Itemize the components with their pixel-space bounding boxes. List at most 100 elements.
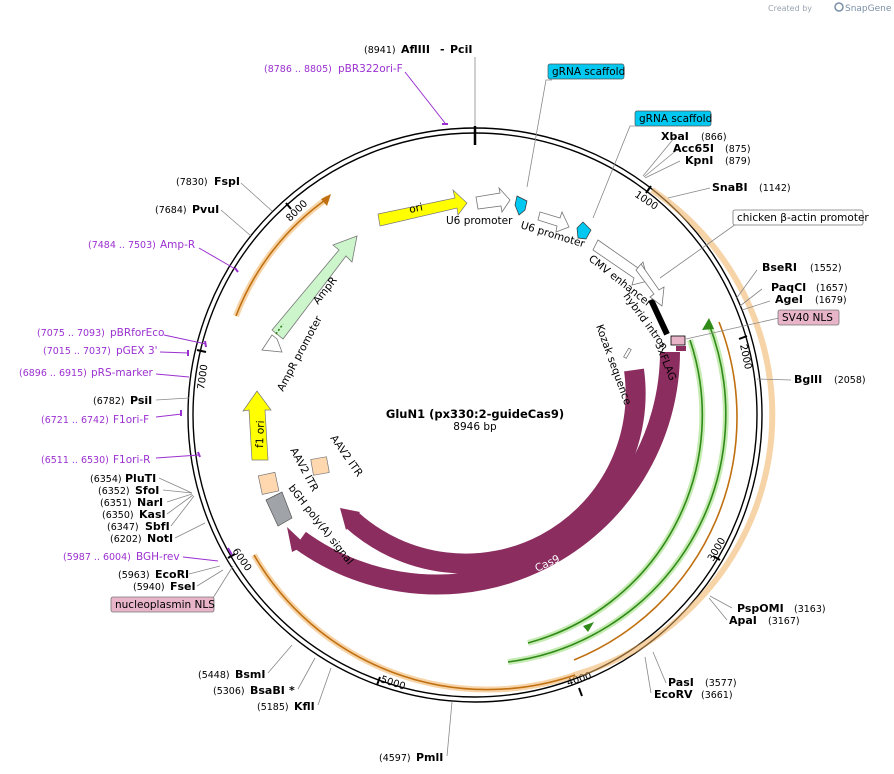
site-psii-pos: (6782) (93, 396, 125, 407)
site-bglii-pos: (2058) (834, 375, 866, 386)
site-pasi: PasI (668, 676, 694, 689)
site-bglii: BglII (794, 373, 822, 386)
primer-2-name: pBRforEco (110, 327, 164, 339)
nucleoplasmin-callout (110, 596, 215, 613)
3xflag-marker (648, 298, 670, 336)
chicken-beta-actin-promoter-feature (635, 263, 665, 307)
primer-leaders (155, 71, 446, 562)
site-ecorv: EcoRV (654, 688, 693, 701)
primer-7-name: BGH-rev (136, 551, 180, 563)
primer-4-name: pRS-marker (91, 367, 154, 379)
site-top-name2: PciI (450, 43, 472, 56)
primers: (8786 .. 8805) pBR322ori-F (7484 .. 7503… (19, 63, 403, 563)
grna-scaffold-2 (576, 221, 592, 240)
grna-scaffold-1-callout (547, 63, 625, 80)
cba-callout-label: chicken β-actin promoter (737, 212, 869, 224)
site-bsabi-mark: * (289, 684, 295, 697)
ori-label: ori (408, 201, 424, 216)
grna-scaffold-2-callout-label: gRNA scaffold (639, 113, 712, 125)
site-apai: ApaI (729, 614, 757, 627)
site-bseri: BseRI (762, 261, 797, 274)
u6-promoter-1 (475, 186, 511, 214)
credit-brand: SnapGene (845, 4, 892, 14)
orange-band-left (235, 197, 329, 317)
site-noti-pos: (6202) (110, 534, 142, 545)
cas9-outer-arrowhead (287, 527, 306, 552)
site-pmli: PmlI (416, 751, 443, 764)
site-leaders-right (642, 136, 792, 694)
site-xbai: XbaI (661, 130, 689, 143)
plasmid-size: 8946 bp (453, 421, 497, 433)
grna-scaffold-1-callout-label: gRNA scaffold (552, 66, 625, 78)
site-pspomi-pos: (3163) (794, 604, 826, 615)
primer-6-name: F1ori-R (113, 454, 150, 466)
cas9-outer-arc (294, 351, 680, 595)
flag-cas9-junction (676, 346, 686, 351)
cas9-inner-arrowhead (340, 508, 360, 530)
orange-band-right-glow (573, 187, 776, 678)
credit-prefix: Created by (768, 4, 812, 13)
site-fspi: FspI (214, 175, 240, 188)
cas9-inner-arc (345, 368, 646, 574)
tick-label-3000: 3000 (706, 536, 728, 564)
ori-feature (377, 188, 468, 227)
primer-5-name: F1ori-F (113, 414, 149, 426)
site-kfli: KflI (294, 700, 315, 713)
site-pluti: PluTI (125, 472, 156, 485)
primer-6-range: (6511 .. 6530) (41, 455, 109, 466)
grna-scaffold-2-callout (634, 110, 712, 127)
site-kfli-pos: (5185) (257, 702, 289, 713)
site-bsmi: BsmI (235, 668, 266, 681)
site-paqci-pos: (1657) (816, 283, 848, 294)
orange-band-bottom (253, 554, 576, 691)
green-band-2-arrowhead (583, 622, 594, 632)
site-kasi: KasI (139, 508, 166, 521)
primer-2-range: (7075 .. 7093) (37, 328, 105, 339)
site-top-sep: - (440, 43, 445, 56)
nucleoplasmin-leader (212, 565, 234, 599)
site-pmli-pos: (4597) (379, 753, 411, 764)
u6-promoter-1-label: U6 promoter (446, 215, 513, 227)
bgh-polya-feature (265, 491, 293, 527)
site-agei-pos: (1679) (815, 295, 847, 306)
primer-3-range: (7015 .. 7037) (43, 346, 111, 357)
primer-1-name: Amp-R (160, 239, 195, 251)
site-top-pos: (8941) (364, 45, 396, 56)
site-kasi-pos: (6350) (102, 510, 134, 521)
site-noti: NotI (147, 532, 173, 545)
site-agei: AgeI (775, 293, 803, 306)
plasmid-name: GluN1 (px330:2-guideCas9) (386, 407, 564, 421)
u6-promoter-2 (537, 210, 570, 233)
site-fspi-pos: (7830) (176, 177, 208, 188)
grna-scaffold-1-leader (526, 79, 552, 188)
site-paqci: PaqCI (771, 281, 806, 294)
site-sbfi: SbfI (145, 520, 170, 533)
f1-ori-feature (242, 390, 272, 461)
snapgene-logo-icon (834, 2, 844, 12)
primer-4-range: (6896 .. 6915) (19, 368, 87, 379)
scale-ticks (196, 126, 748, 697)
site-psii: PsiI (130, 394, 152, 407)
site-nari: NarI (137, 496, 163, 509)
sites-right: XbaI (866) Acc65I (875) KpnI (879) SnaBI… (654, 130, 866, 701)
green-band-arrowhead (702, 318, 714, 330)
site-ecorv-pos: (3661) (701, 690, 733, 701)
site-nari-pos: (6351) (100, 498, 132, 509)
site-xbai-pos: (866) (701, 132, 727, 143)
site-pvui-pos: (7684) (155, 205, 187, 216)
site-bseri-pos: (1552) (810, 263, 842, 274)
site-bsmi-pos: (5448) (198, 670, 230, 681)
site-ecori: EcoRI (155, 568, 189, 581)
primer-1-range: (7484 .. 7503) (88, 240, 156, 251)
orange-band-right (573, 321, 738, 661)
site-top-name1: AflIII (401, 43, 430, 56)
f1-ori-label: f1 ori (254, 420, 267, 448)
sites-left: (7830) FspI (7684) PvuI (6782) PsiI (635… (90, 175, 443, 764)
site-snabi-pos: (1142) (759, 183, 791, 194)
site-bsabi: BsaBI (250, 684, 285, 697)
sv40-callout (777, 309, 840, 326)
sv40-nls-marker (670, 335, 686, 346)
aav2-itr-a-feature (310, 456, 330, 476)
site-snabi: SnaBI (712, 181, 748, 194)
